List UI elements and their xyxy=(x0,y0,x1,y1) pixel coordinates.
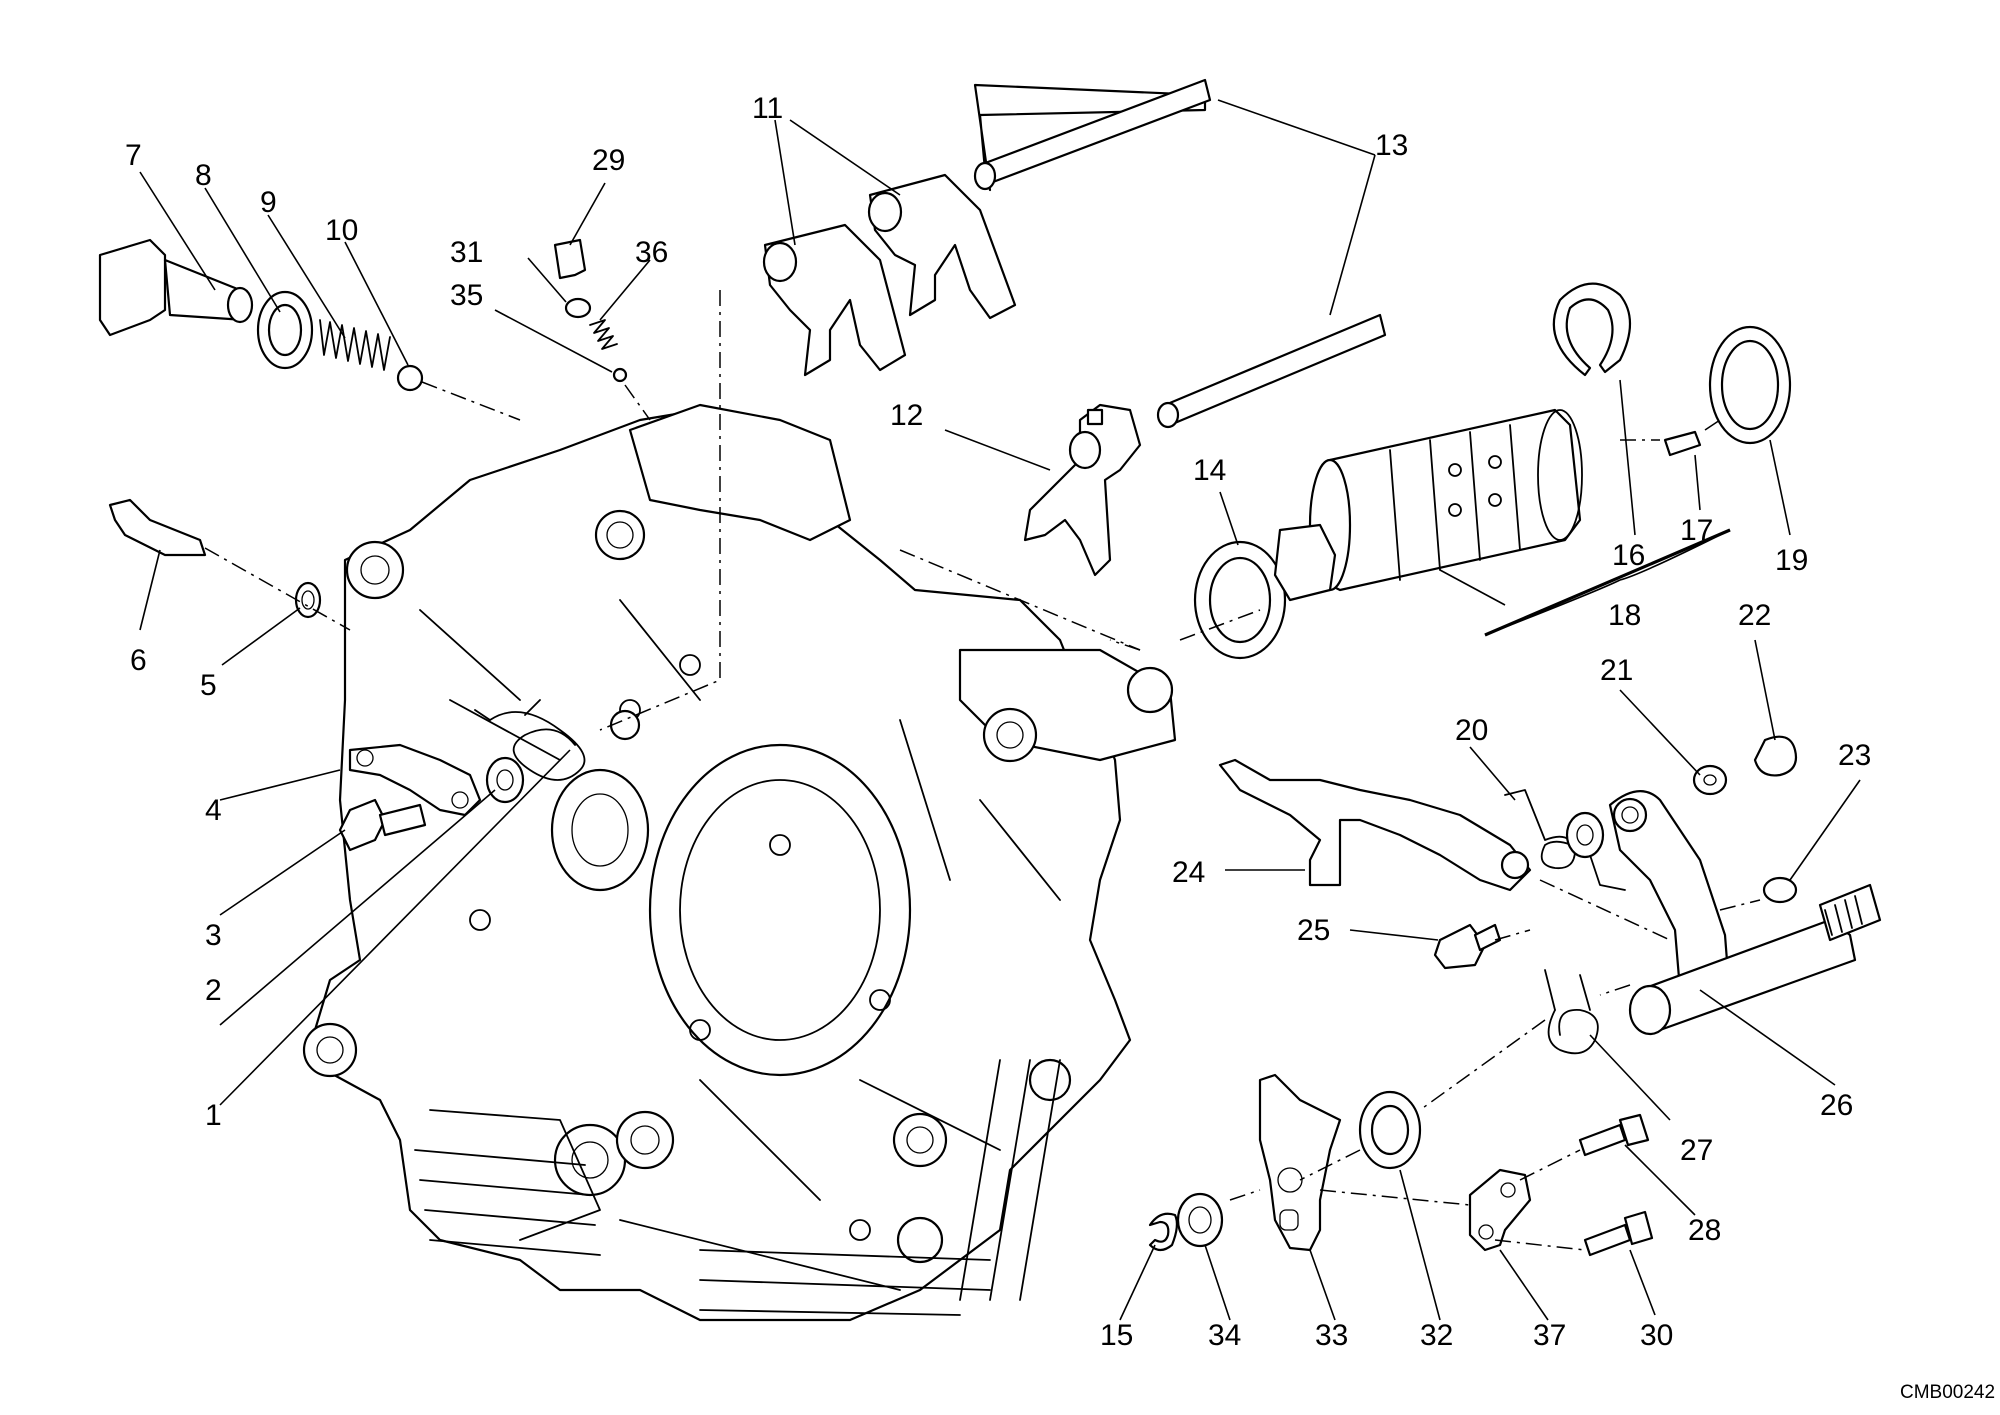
callout-27: 27 xyxy=(1680,1134,1713,1167)
callout-15: 15 xyxy=(1100,1319,1133,1352)
callout-3: 3 xyxy=(205,919,222,952)
diagram-code: CMB00242 xyxy=(1900,1382,1995,1403)
shift-mechanism-parts xyxy=(1148,735,1882,1257)
callout-9: 9 xyxy=(260,186,277,219)
shift-drum-assembly xyxy=(1193,282,1792,660)
callout-22: 22 xyxy=(1738,599,1771,632)
callout-23: 23 xyxy=(1838,739,1871,772)
callout-4: 4 xyxy=(205,794,222,827)
callout-31: 31 xyxy=(450,236,483,269)
callout-11: 11 xyxy=(752,92,783,125)
callout-2: 2 xyxy=(205,974,222,1007)
callout-13: 13 xyxy=(1375,129,1408,162)
callout-36: 36 xyxy=(635,236,668,269)
callout-5: 5 xyxy=(200,669,217,702)
callout-16: 16 xyxy=(1612,539,1645,572)
callout-34: 34 xyxy=(1208,1319,1241,1352)
callout-12: 12 xyxy=(890,399,923,432)
callout-26: 26 xyxy=(1820,1089,1853,1122)
callout-25: 25 xyxy=(1297,914,1330,947)
callout-6: 6 xyxy=(130,644,147,677)
callout-17: 17 xyxy=(1680,514,1713,547)
callout-29: 29 xyxy=(592,144,625,177)
selector-forks xyxy=(762,78,1387,577)
callout-1: 1 xyxy=(205,1099,222,1132)
crankcase-half xyxy=(302,403,1177,1322)
callout-33: 33 xyxy=(1315,1319,1348,1352)
callout-37: 37 xyxy=(1533,1319,1566,1352)
callout-21: 21 xyxy=(1600,654,1633,687)
callout-19: 19 xyxy=(1775,544,1808,577)
leader-lines xyxy=(139,99,1861,1321)
callout-labels: 1 2 3 4 5 6 7 8 9 10 11 12 13 14 15 16 1… xyxy=(125,92,1995,1403)
callout-24: 24 xyxy=(1172,856,1205,889)
callout-14: 14 xyxy=(1193,454,1226,487)
callout-20: 20 xyxy=(1455,714,1488,747)
callout-28: 28 xyxy=(1688,1214,1721,1247)
callout-35: 35 xyxy=(450,279,483,312)
callout-18: 18 xyxy=(1608,599,1641,632)
assembly-lines xyxy=(204,290,1761,1251)
callout-7: 7 xyxy=(125,139,142,172)
callout-8: 8 xyxy=(195,159,212,192)
callout-10: 10 xyxy=(325,214,358,247)
left-small-parts xyxy=(98,238,641,852)
callout-30: 30 xyxy=(1640,1319,1673,1352)
callout-32: 32 xyxy=(1420,1319,1453,1352)
